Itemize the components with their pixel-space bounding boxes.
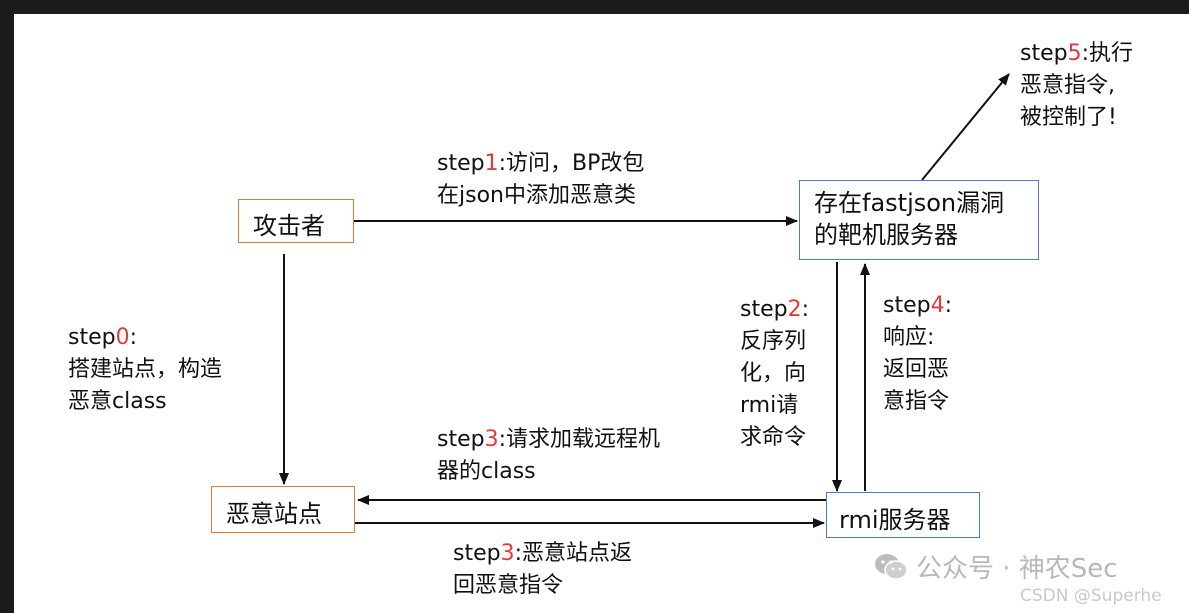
step4-label: step4: 响应: 返回恶 意指令 bbox=[883, 293, 953, 414]
malicious-site-box: 恶意站点 bbox=[211, 486, 355, 533]
malicious-site-label: 恶意站点 bbox=[226, 500, 322, 528]
wechat-watermark: 公众号 · 神农Sec bbox=[874, 548, 1118, 585]
csdn-watermark: CSDN @Superhe bbox=[1020, 586, 1162, 606]
wechat-icon bbox=[875, 553, 908, 580]
attacker-label: 攻击者 bbox=[253, 212, 325, 240]
attacker-box: 攻击者 bbox=[238, 199, 354, 243]
step3-return-label: step3:恶意站点返 回恶意指令 bbox=[453, 541, 633, 598]
wechat-watermark-text: 公众号 · 神农Sec bbox=[916, 554, 1118, 584]
step5-label: step5:执行 恶意指令, 被控制了! bbox=[1020, 41, 1134, 130]
step1-label: step1:访问，BP改包 在json中添加恶意类 bbox=[437, 151, 645, 208]
arrows-layer bbox=[279, 73, 1010, 528]
target-server-label-line2: 的靶机服务器 bbox=[814, 221, 958, 249]
step2-label: step2: 反序列 化，向 rmi请 求命令 bbox=[740, 297, 810, 450]
arrow-target-to-control bbox=[921, 73, 1010, 181]
diagram-canvas: 攻击者 存在fastjson漏洞 的靶机服务器 恶意站点 rmi服务器 step… bbox=[14, 14, 1189, 613]
rmi-server-box: rmi服务器 bbox=[826, 492, 980, 538]
csdn-watermark-text: CSDN @Superhe bbox=[1020, 586, 1162, 606]
target-server-label-line1: 存在fastjson漏洞 bbox=[814, 189, 1005, 217]
target-server-box: 存在fastjson漏洞 的靶机服务器 bbox=[799, 180, 1039, 260]
step3-request-label: step3:请求加载远程机 器的class bbox=[437, 427, 661, 484]
rmi-server-label: rmi服务器 bbox=[839, 506, 951, 534]
step0-label: step0: 搭建站点，构造 恶意class bbox=[68, 325, 223, 414]
